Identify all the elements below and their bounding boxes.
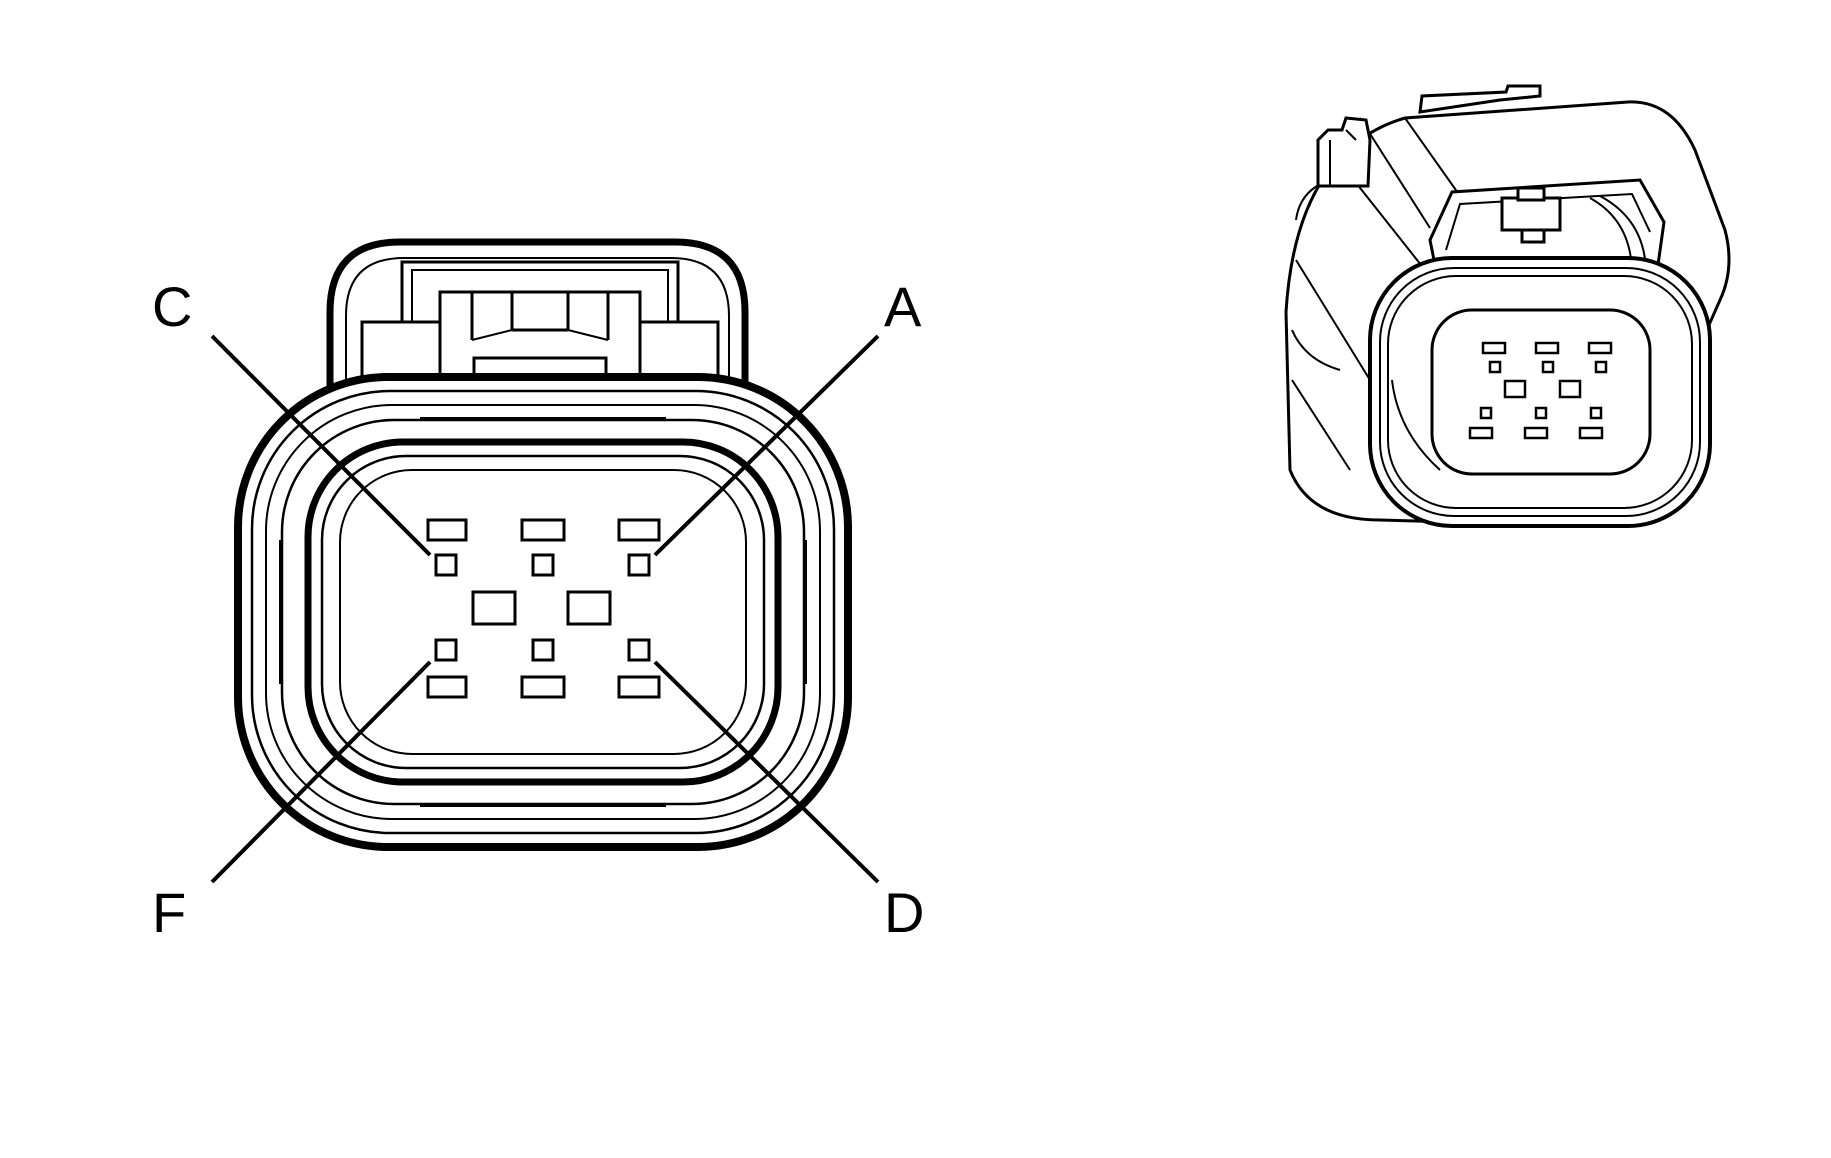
connector-face-view: C A F D bbox=[152, 238, 924, 944]
terminal-cavity bbox=[617, 675, 661, 699]
terminal-cavity bbox=[434, 553, 458, 577]
terminal-cavity bbox=[1481, 341, 1507, 355]
terminal-cavity bbox=[1558, 379, 1582, 399]
terminal-cavity-grid bbox=[426, 518, 661, 699]
terminal-cavity bbox=[1541, 360, 1555, 374]
leader-line-f bbox=[210, 660, 432, 884]
terminal-cavity bbox=[1468, 426, 1494, 440]
connector-body-outline bbox=[234, 373, 852, 851]
terminal-cavity bbox=[1523, 426, 1549, 440]
terminal-cavity bbox=[1488, 360, 1502, 374]
terminal-cavity bbox=[1589, 406, 1603, 420]
pin-label-f: F bbox=[152, 881, 186, 944]
pin-label-c: C bbox=[152, 275, 192, 338]
terminal-cavity bbox=[1503, 379, 1527, 399]
callout-lines bbox=[210, 334, 880, 884]
terminal-cavity bbox=[1534, 406, 1548, 420]
terminal-cavity bbox=[426, 518, 468, 542]
pin-label-d: D bbox=[884, 881, 924, 944]
terminal-cavity bbox=[1578, 426, 1604, 440]
terminal-cavity bbox=[627, 553, 651, 577]
terminal-cavity bbox=[520, 518, 566, 542]
terminal-cavity bbox=[1534, 341, 1560, 355]
leader-line-a bbox=[653, 334, 880, 557]
terminal-cavity bbox=[627, 638, 651, 662]
terminal-cavity bbox=[531, 638, 555, 662]
terminal-cavity bbox=[531, 553, 555, 577]
terminal-cavity bbox=[426, 675, 468, 699]
terminal-cavity bbox=[434, 638, 458, 662]
terminal-cavity bbox=[617, 518, 661, 542]
terminal-cavity bbox=[520, 675, 566, 699]
terminal-cavity bbox=[1479, 406, 1493, 420]
terminal-cavity bbox=[1594, 360, 1608, 374]
connector-isometric-view bbox=[1284, 84, 1731, 528]
terminal-cavity bbox=[566, 590, 612, 626]
leader-line-c bbox=[210, 334, 432, 557]
terminal-cavity bbox=[471, 590, 517, 626]
leader-line-d bbox=[653, 660, 880, 884]
iso-terminal-cavity-grid bbox=[1468, 341, 1613, 440]
pin-label-a: A bbox=[884, 275, 922, 338]
terminal-cavity bbox=[1587, 341, 1613, 355]
